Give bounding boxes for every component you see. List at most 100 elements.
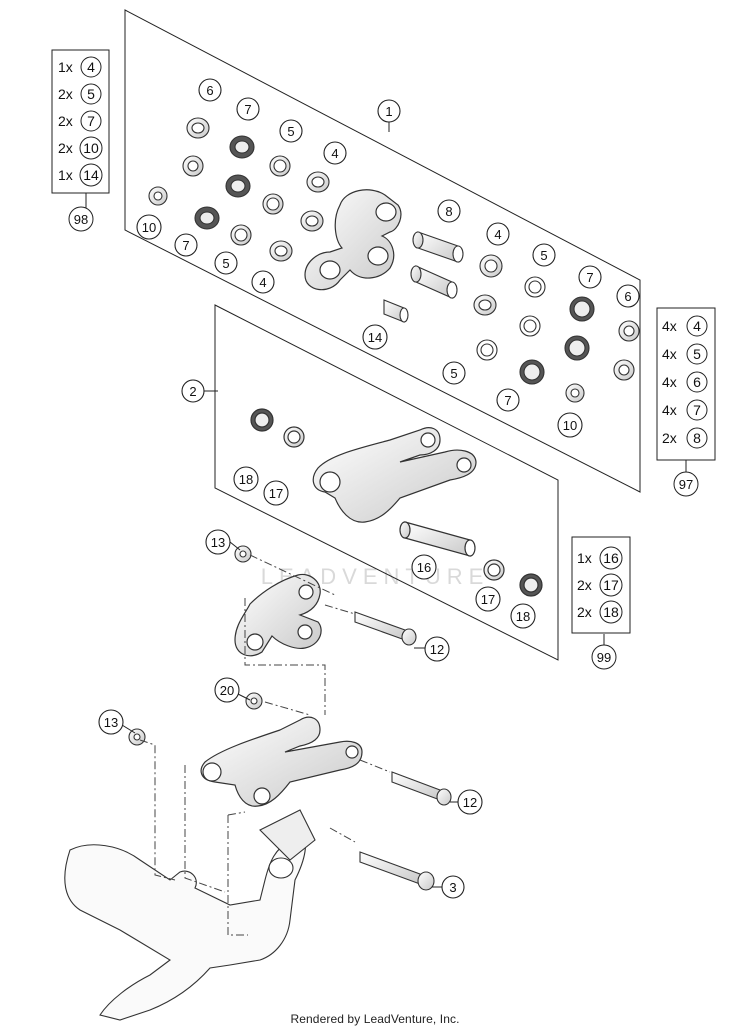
washers-and-bolts: [128, 545, 452, 891]
kit-98-row: 2x 10: [58, 136, 103, 160]
callout-13a: 13: [205, 529, 231, 555]
callout-17b: 17: [475, 586, 501, 612]
kit-99-row: 1x 16: [577, 546, 623, 570]
kit-97-row: 4x 7: [662, 399, 708, 421]
svg-text:4: 4: [494, 227, 501, 242]
kit-97-row: 2x 8: [662, 427, 708, 449]
svg-text:4x: 4x: [662, 374, 677, 390]
svg-text:17: 17: [269, 486, 283, 501]
callout-10a: 10: [136, 214, 162, 240]
bearings-group-right: [473, 254, 640, 403]
svg-text:10: 10: [563, 418, 577, 433]
svg-text:18: 18: [516, 609, 530, 624]
kit-98-number-circle: [68, 206, 94, 232]
callout-13b: 13: [98, 709, 124, 735]
pull-rod-link-lower-kit: [250, 408, 543, 597]
svg-text:2x: 2x: [577, 604, 592, 620]
callout-14: 14: [362, 324, 388, 350]
kit-98-row: 1x 14: [58, 163, 103, 187]
kit-98-row: 1x 4: [58, 56, 102, 78]
svg-text:10: 10: [83, 140, 99, 156]
svg-text:4: 4: [693, 318, 701, 334]
svg-text:1x: 1x: [58, 167, 73, 183]
svg-text:5: 5: [540, 248, 547, 263]
kit-99-number-circle: [591, 644, 617, 670]
svg-text:1x: 1x: [58, 59, 73, 75]
svg-text:10: 10: [142, 220, 156, 235]
pull-rod-link-assembled: [200, 573, 363, 807]
svg-text:16: 16: [603, 550, 619, 566]
svg-text:12: 12: [463, 795, 477, 810]
svg-text:7: 7: [504, 393, 511, 408]
kit-98-row: 2x 5: [58, 83, 102, 105]
svg-text:13: 13: [104, 715, 118, 730]
kit-99-number: 99: [597, 650, 611, 665]
svg-text:3: 3: [449, 880, 456, 895]
kit-98-number: 98: [74, 212, 88, 227]
svg-text:4x: 4x: [662, 318, 677, 334]
callout-18a: 18: [233, 466, 259, 492]
kit-panel-2: [214, 304, 559, 661]
svg-text:2x: 2x: [58, 86, 73, 102]
svg-text:14: 14: [83, 167, 99, 183]
svg-text:8: 8: [693, 430, 701, 446]
kit-panel-1: [124, 9, 641, 493]
callout-17a: 17: [263, 480, 289, 506]
callout-7d: 7: [496, 388, 520, 412]
callout-12b: 12: [457, 789, 483, 815]
callout-6a: 6: [198, 78, 222, 102]
kit-97: 4x 4 4x 5 4x 6 4x 7 2x 8 97: [656, 307, 716, 497]
svg-text:4x: 4x: [662, 346, 677, 362]
callout-4b: 4: [251, 270, 275, 294]
callout-7c: 7: [578, 265, 602, 289]
callout-5d: 5: [442, 361, 466, 385]
svg-text:5: 5: [87, 86, 95, 102]
kit-99-row: 2x 18: [577, 600, 623, 624]
svg-text:7: 7: [244, 102, 251, 117]
kit-97-number-circle: [673, 471, 699, 497]
callout-5c: 5: [532, 243, 556, 267]
bearings-group-upper: [148, 117, 330, 262]
svg-text:12: 12: [430, 642, 444, 657]
frame-fragment: [64, 809, 316, 1021]
svg-text:7: 7: [693, 402, 701, 418]
svg-text:7: 7: [182, 238, 189, 253]
svg-text:4x: 4x: [662, 402, 677, 418]
bushings-upper: [383, 231, 464, 323]
svg-text:5: 5: [287, 124, 294, 139]
svg-text:2x: 2x: [58, 113, 73, 129]
callout-4a: 4: [323, 141, 347, 165]
svg-text:20: 20: [220, 683, 234, 698]
kit-99-row: 2x 17: [577, 573, 623, 597]
alignment-lines: [139, 554, 391, 936]
svg-text:14: 14: [368, 330, 382, 345]
svg-text:6: 6: [624, 289, 631, 304]
svg-text:13: 13: [211, 535, 225, 550]
kit-97-row: 4x 5: [662, 343, 708, 365]
callout-2: 2: [181, 379, 205, 403]
svg-text:6: 6: [693, 374, 701, 390]
kit-98: 1x 4 2x 5 2x 7 2x 10 1x 14 98: [51, 49, 110, 232]
callout-7a: 7: [236, 97, 260, 121]
svg-text:2x: 2x: [58, 140, 73, 156]
callout-16: 16: [411, 554, 437, 580]
callouts: 1 2 3 4 4 4 5 5 5 5 6 6 7 7 7 7 8 10 10 …: [98, 78, 640, 899]
callout-20: 20: [214, 677, 240, 703]
svg-text:6: 6: [206, 83, 213, 98]
svg-text:18: 18: [239, 472, 253, 487]
svg-text:4: 4: [331, 146, 338, 161]
kit-99: 1x 16 2x 17 2x 18 99: [571, 536, 631, 670]
kit-97-row: 4x 6: [662, 371, 708, 393]
callout-8: 8: [437, 199, 461, 223]
svg-text:7: 7: [586, 270, 593, 285]
kit-97-row: 4x 4: [662, 315, 708, 337]
callout-12a: 12: [424, 636, 450, 662]
svg-text:4: 4: [87, 59, 95, 75]
callout-5a: 5: [279, 119, 303, 143]
footer-credit: Rendered by LeadVenture, Inc.: [290, 1012, 460, 1026]
kit-98-row: 2x 7: [58, 110, 102, 132]
callout-6b: 6: [616, 284, 640, 308]
svg-text:17: 17: [481, 592, 495, 607]
svg-text:5: 5: [693, 346, 701, 362]
